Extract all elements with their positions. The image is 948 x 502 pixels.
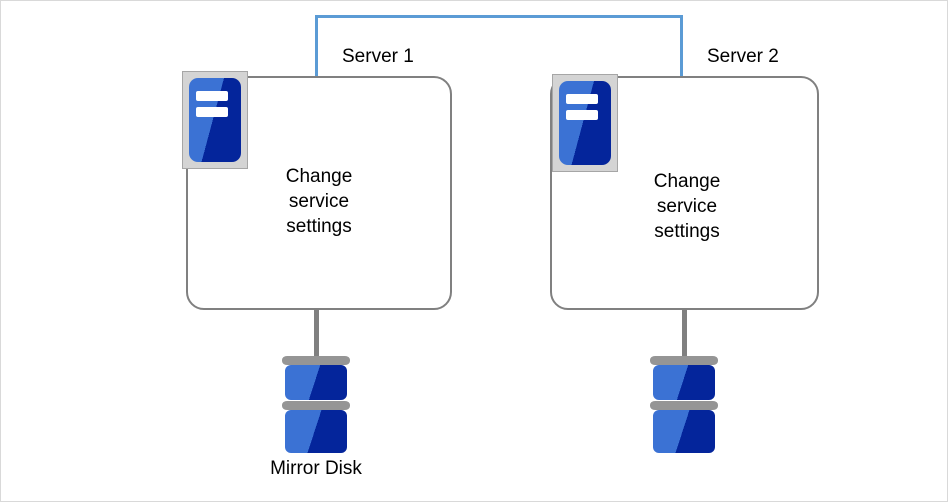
mirror-disk-right — [650, 356, 718, 456]
server-1-disk-connector — [314, 308, 319, 360]
disk-cap-middle — [650, 401, 718, 410]
heartbeat-link-top — [315, 15, 683, 18]
mirror-disk-label: Mirror Disk — [270, 458, 362, 479]
server-icon-bar-top — [195, 90, 228, 101]
server-2-disk-connector — [682, 308, 687, 360]
server-2-body-line-2: service — [656, 196, 718, 217]
disk-platter-upper — [653, 365, 715, 400]
server-2-label: Server 2 — [707, 46, 779, 67]
disk-cap-top — [650, 356, 718, 365]
server-machine-icon — [182, 71, 248, 169]
server-icon-bar-top — [565, 93, 598, 104]
server-icon-bar-bottom — [565, 109, 598, 120]
heartbeat-link-right-leg — [680, 15, 683, 77]
disk-platter-lower — [285, 410, 347, 453]
server-machine-icon — [552, 74, 618, 172]
disk-platter-upper — [285, 365, 347, 400]
heartbeat-link-left-leg — [315, 15, 318, 77]
server-1-body-line-2: service — [288, 191, 350, 212]
disk-cap-top — [282, 356, 350, 365]
server-1-body-line-1: Change — [285, 166, 353, 187]
server-1-body-line-3: settings — [286, 216, 352, 237]
disk-platter-lower — [653, 410, 715, 453]
server-2-body-line-3: settings — [654, 221, 720, 242]
server-icon-bar-bottom — [195, 106, 228, 117]
server-1-label: Server 1 — [342, 46, 414, 67]
disk-cap-middle — [282, 401, 350, 410]
mirror-disk-left — [282, 356, 350, 456]
server-2-body-line-1: Change — [653, 171, 721, 192]
